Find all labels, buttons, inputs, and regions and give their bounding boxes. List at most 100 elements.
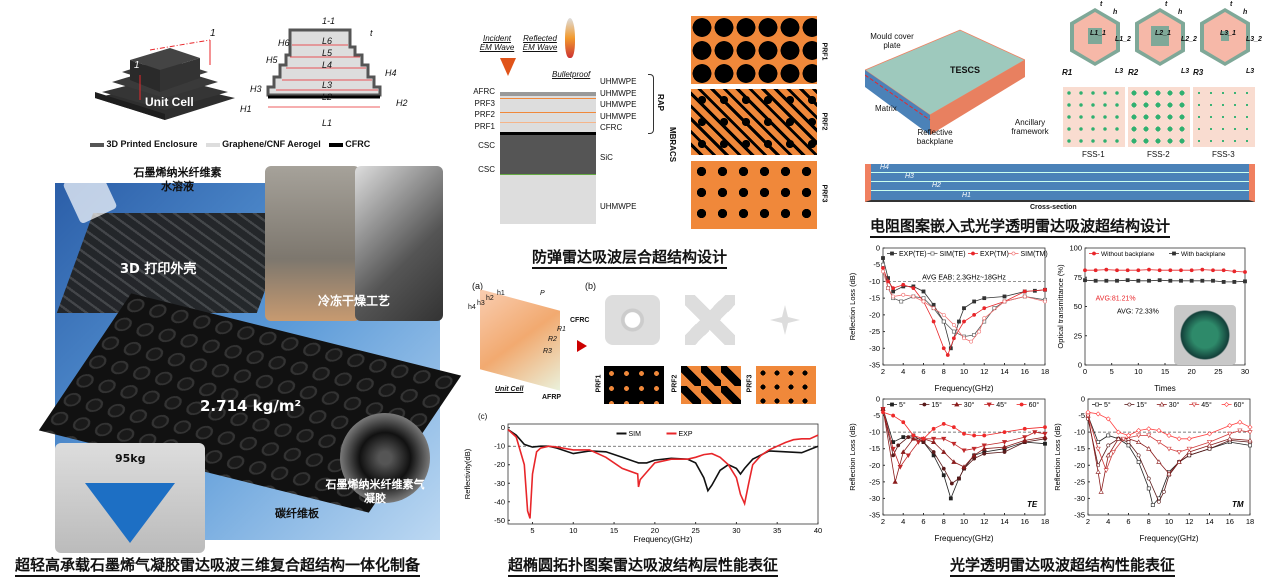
y-tick-label: -20 (869, 461, 880, 470)
data-point (1221, 280, 1226, 284)
x-tick-label: 12 (1185, 517, 1193, 526)
data-point (961, 464, 967, 469)
dim-h3: H3 (250, 84, 262, 94)
data-point (941, 319, 946, 324)
hex1-h-label: h (1113, 9, 1118, 16)
data-point (1115, 278, 1119, 283)
x-axis-label: Times (1154, 384, 1175, 393)
data-point (1211, 278, 1215, 283)
load-arrow-icon (85, 483, 175, 543)
x-tick-label: 10 (569, 526, 577, 535)
data-point (931, 439, 937, 444)
fss3-pattern (1193, 87, 1255, 147)
data-point (901, 435, 906, 440)
data-point (972, 299, 977, 304)
data-point (930, 251, 935, 256)
x-tick-label: 6 (1126, 517, 1130, 526)
x-tick-label: 10 (960, 367, 968, 376)
data-point (1032, 430, 1038, 435)
data-point (1002, 430, 1007, 435)
data-point (881, 262, 885, 267)
data-point (1127, 402, 1132, 407)
reflected-wave-label: Reflected EM Wave (522, 34, 558, 52)
data-point (897, 465, 903, 470)
data-point (915, 440, 922, 445)
hex1-r-label: R1 (1062, 68, 1073, 77)
x-tick-label: 14 (1000, 517, 1008, 526)
data-point (1166, 446, 1172, 452)
mbracs-label: MBRACS (668, 126, 678, 163)
hex2-t-label: t (1165, 1, 1168, 8)
data-point (1248, 443, 1252, 448)
data-point (982, 316, 987, 321)
y-tick-label: -5 (873, 411, 880, 420)
data-point (1093, 278, 1098, 283)
laminate-left-labels: AFRC PRF3 PRF2 PRF1 CSC CSC (455, 86, 495, 175)
h2-label: h2 (486, 295, 494, 302)
data-point (1043, 425, 1047, 430)
data-point (1042, 431, 1048, 437)
data-point (931, 426, 936, 431)
data-point (1237, 428, 1243, 434)
data-point (954, 401, 960, 407)
y-axis-label: Reflection Loss (dB) (848, 272, 857, 340)
panel-b-label: (b) (585, 281, 596, 291)
data-point (1207, 446, 1212, 451)
data-point (1136, 433, 1142, 439)
data-point (961, 448, 967, 454)
hex2-l1-label: L2_1 (1155, 30, 1171, 37)
unit-cell-hex-3 (1200, 8, 1250, 66)
shell-label: 3D 打印外壳 (120, 262, 197, 277)
x-tick-label: 0 (1083, 367, 1087, 376)
data-point (1022, 437, 1028, 443)
y-tick-label: -20 (494, 460, 505, 469)
mould-cover-label: Mould cover plate (870, 32, 914, 50)
data-point (1186, 446, 1192, 452)
cross-section-diagram (266, 28, 382, 108)
data-point (1200, 267, 1205, 272)
data-point (1115, 268, 1119, 273)
y-tick-label: -30 (869, 344, 880, 353)
aerogel-microscope-image (340, 413, 430, 503)
data-point (1001, 444, 1008, 449)
legend-cfrc: CFRC (328, 139, 370, 149)
data-point (1092, 251, 1096, 256)
caption-fabrication: 超轻高承载石墨烯气凝胶雷达吸波三维复合超结构一体化制备 (15, 556, 421, 577)
cut-label: 1 (210, 28, 216, 39)
data-point (957, 476, 961, 481)
plot-frame (1087, 398, 1251, 516)
panel-c-label: (c) (478, 412, 488, 421)
legend-label: 5° (1104, 401, 1111, 409)
dim-h1: H1 (240, 104, 252, 114)
fss1-pattern (1063, 87, 1125, 147)
x-tick-label: 6 (921, 517, 925, 526)
data-point (1157, 268, 1162, 273)
y-tick-label: -10 (869, 428, 880, 437)
legend-label: EXP(TE) (899, 251, 927, 258)
data-point (941, 436, 947, 442)
hex3-t-label: t (1230, 1, 1233, 8)
dim-h6: H6 (278, 38, 290, 48)
data-point (1221, 268, 1226, 273)
avg-without-backplane: AVG:81.21% (1096, 296, 1136, 303)
laminate-stack (500, 92, 596, 224)
data-point (891, 286, 896, 291)
data-point (891, 294, 896, 299)
data-point (886, 286, 890, 291)
data-point (982, 451, 987, 456)
data-point (1043, 441, 1047, 446)
data-point (1095, 411, 1101, 417)
legend-aerogel-label: Graphene/CNF Aerogel (222, 139, 321, 149)
caption-bulletproof: 防弹雷达吸波层合超结构设计 (532, 248, 728, 269)
data-point (981, 443, 987, 449)
prf1-array-label: PRF1 (595, 374, 603, 393)
series-line-EXP(TM) (882, 267, 1046, 356)
y-tick-label: -25 (869, 477, 880, 486)
y-tick-label: -20 (869, 310, 880, 319)
hex3-l3-label: L3 (1246, 68, 1255, 75)
carbon-board-label: 碳纤维板 (275, 507, 319, 520)
y-tick-label: -50 (494, 516, 505, 525)
x-tick-label: 30 (732, 526, 740, 535)
afrp-label: AFRP (542, 394, 562, 401)
